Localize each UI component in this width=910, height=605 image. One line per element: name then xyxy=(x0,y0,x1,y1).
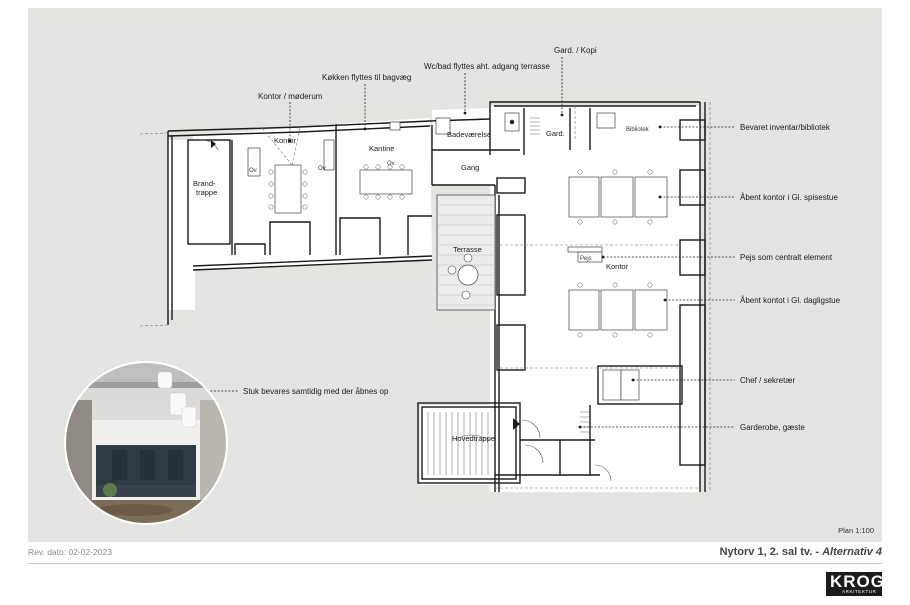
label-stuk: Stuk bevares samtidig med der åbnes op xyxy=(243,387,389,396)
label-bevaret: Bevaret inventar/bibliotek xyxy=(740,123,831,132)
room-ov-3: Ov. xyxy=(387,161,396,167)
logo-name: KROGH xyxy=(830,572,899,591)
room-brand: Brand- xyxy=(193,179,216,188)
project-title-address: Nytorv 1, 2. sal tv. xyxy=(719,546,813,558)
revision-date: Rev. dato: 02-02-2023 xyxy=(28,547,112,557)
plan-scale: Plan 1:100 xyxy=(838,526,874,535)
furniture xyxy=(247,112,668,401)
label-kontor-moderum: Kontor / møderum xyxy=(258,92,323,101)
entrance-arrow-hovedtrappe xyxy=(513,418,520,430)
annotation-leaders xyxy=(160,57,735,428)
entrance-arrow-brandtrappe xyxy=(211,140,216,148)
room-hovedtrappe: Hovedtrappe xyxy=(452,434,495,443)
project-title-alternative: Alternativ 4 xyxy=(822,546,882,558)
room-trappe: trappe xyxy=(196,188,217,197)
room-labels: Brand- trappe Kontor Kantine Ov. Ov. Ov.… xyxy=(193,127,650,443)
room-terrasse: Terrasse xyxy=(453,245,482,254)
label-gard-kopi: Gard. / Kopi xyxy=(554,46,597,55)
annotation-texts: Kontor / møderum Køkken flyttes til bagv… xyxy=(243,46,841,432)
door-swings xyxy=(199,139,612,482)
label-aabent-dagligstue: Åbent kontot i Gl. dagligstue xyxy=(740,296,841,305)
room-ov-1: Ov. xyxy=(249,168,258,174)
label-pejs: Pejs som centralt element xyxy=(740,253,833,262)
hovedtrappe-stairs xyxy=(427,412,491,475)
krogh-logo: KROGH ARKITEKTUR xyxy=(826,572,897,596)
interior-photo-frame xyxy=(64,361,228,525)
dashed-lines xyxy=(139,102,711,492)
walls xyxy=(167,101,706,492)
room-gard: Gard. xyxy=(546,129,565,138)
room-kantine: Kantine xyxy=(369,144,394,153)
room-badevaerelse: Badeværelse xyxy=(447,130,491,139)
label-garderobe: Garderobe, gæste xyxy=(740,423,805,432)
label-aabent-spisestue: Åbent kontor i Gl. spisestue xyxy=(740,193,838,202)
project-title: Nytorv 1, 2. sal tv. - Alternativ 4 xyxy=(720,546,882,558)
room-kontor-1: Kontor xyxy=(274,136,297,145)
chairs xyxy=(268,164,653,338)
project-title-dash: - xyxy=(812,546,823,558)
room-kontor-2: Kontor xyxy=(606,262,629,271)
logo-sub: ARKITEKTUR xyxy=(842,589,877,594)
room-gang: Gang xyxy=(461,163,479,172)
room-bibliotek: Bibliotek xyxy=(626,127,650,133)
label-chef: Chef / sekretær xyxy=(740,376,795,385)
interior-photo xyxy=(65,362,227,524)
terrasse xyxy=(436,194,496,311)
label-wc-bad: Wc/bad flyttes aht. adgang terrasse xyxy=(424,62,550,71)
footer-rule xyxy=(28,563,882,564)
label-kokken: Køkken flyttes til bagvæg xyxy=(322,73,411,82)
room-ov-2: Ov. xyxy=(318,166,327,172)
room-pejs: Pejs xyxy=(580,256,592,262)
